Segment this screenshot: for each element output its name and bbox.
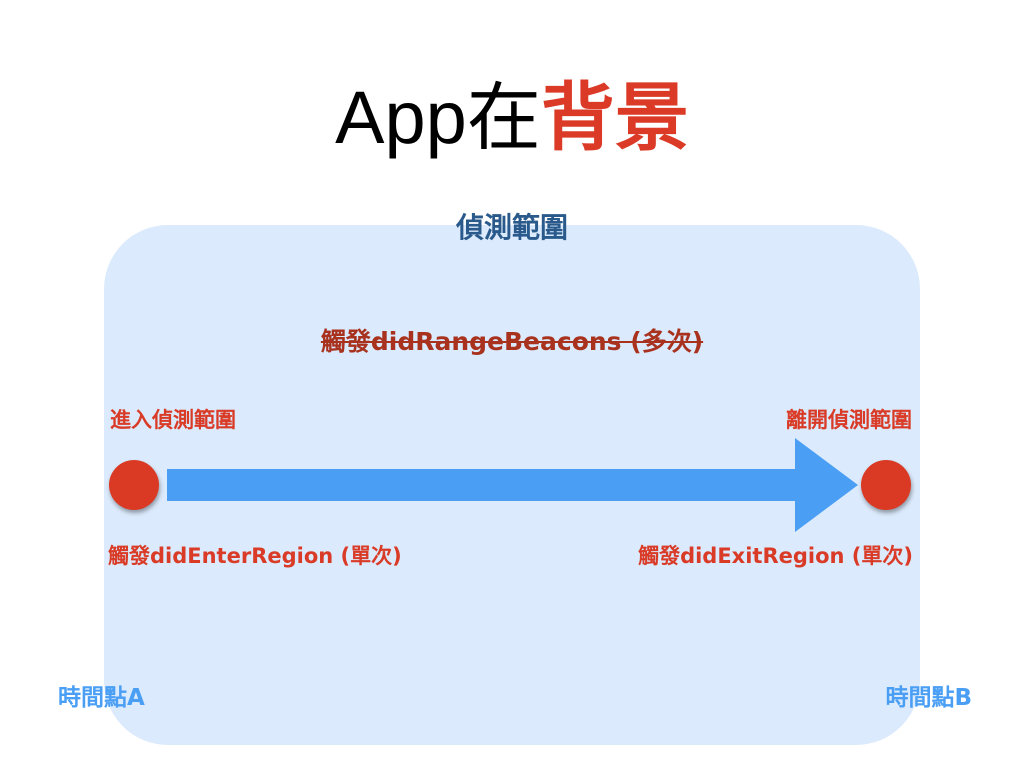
time-point-a: 時間點A bbox=[58, 685, 145, 711]
range-event-label: 觸發didRangeBeacons (多次) bbox=[320, 327, 704, 356]
title-highlight: 背景 bbox=[540, 76, 689, 159]
enter-label: 進入偵測範圍 bbox=[110, 408, 236, 432]
exit-label: 離開偵測範圍 bbox=[786, 408, 912, 432]
enter-point-icon bbox=[109, 460, 159, 510]
exit-event-label: 觸發didExitRegion (單次) bbox=[638, 544, 913, 568]
exit-point-icon bbox=[861, 460, 911, 510]
time-point-b: 時間點B bbox=[885, 685, 972, 711]
zone-label: 偵測範圍 bbox=[455, 211, 568, 244]
enter-event-label: 觸發didEnterRegion (單次) bbox=[108, 544, 402, 568]
slide-title: App在背景 bbox=[0, 58, 1024, 165]
title-prefix: App在 bbox=[335, 76, 541, 159]
